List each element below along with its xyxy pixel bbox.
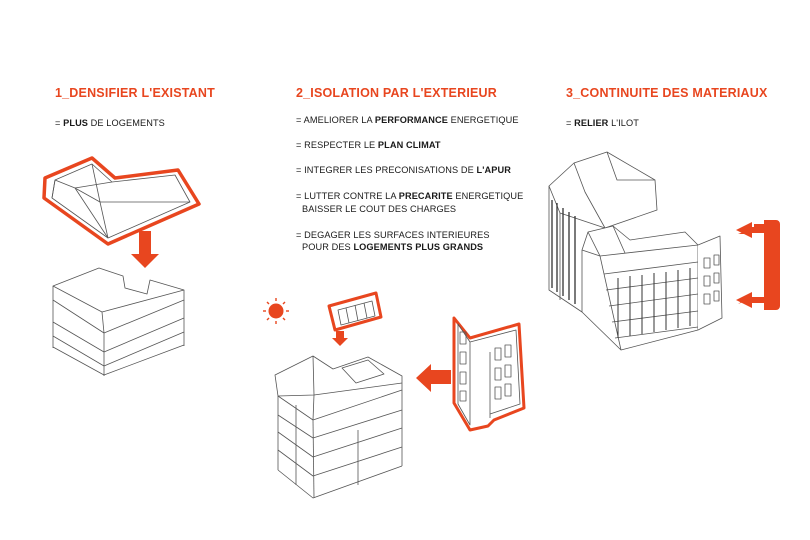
col3-line-1: = RELIER L'ILOT [566,118,639,128]
col2-line-7: POUR DES LOGEMENTS PLUS GRANDS [302,242,484,252]
solar-panel-icon [327,291,383,346]
left-arrow-icon [416,364,451,392]
roof-extension-drawing [42,156,201,246]
col2-line-6: = DEGAGER LES SURFACES INTERIEURES [296,230,490,240]
facade-insulation-drawing [452,316,526,432]
bracket-arrow-icon [736,220,780,310]
col2-line-3: = INTEGRER LES PRECONISATIONS DE L'APUR [296,165,511,175]
down-arrow-icon [131,231,159,268]
col2-line-4: = LUTTER CONTRE LA PRECARITE ENERGETIQUE [296,191,524,201]
insulated-building-drawing [274,355,403,499]
existing-building-drawing [52,267,185,376]
col1-line-1: = PLUS DE LOGEMENTS [55,118,165,128]
col1-title: 1_DENSIFIER L'EXISTANT [55,86,215,100]
col2-title: 2_ISOLATION PAR L'EXTERIEUR [296,86,497,100]
col2-line-2: = RESPECTER LE PLAN CLIMAT [296,140,441,150]
col2-line-5: BAISSER LE COUT DES CHARGES [302,204,457,214]
col3-title: 3_CONTINUITE DES MATERIAUX [566,86,768,100]
col2-line-1: = AMELIORER LA PERFORMANCE ENERGETIQUE [296,115,519,125]
city-block-drawing [548,151,723,351]
sun-icon [263,298,289,324]
